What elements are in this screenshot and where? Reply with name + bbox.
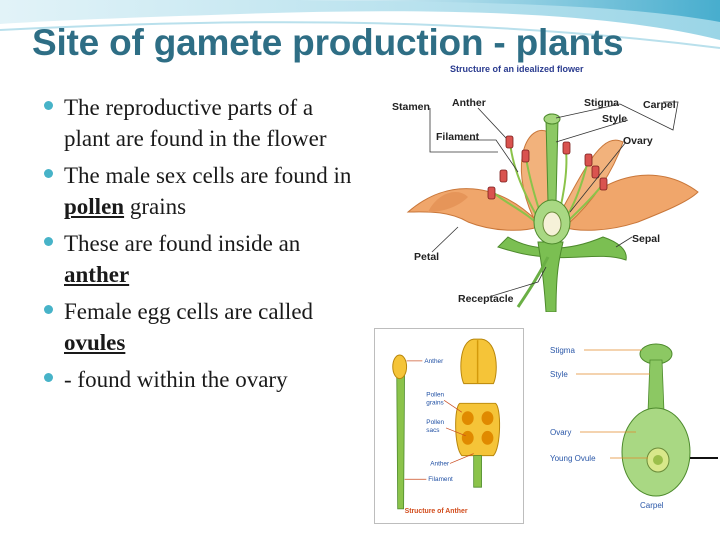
label-stigma: Stigma [584, 97, 619, 109]
carpel-label-style: Style [550, 370, 568, 379]
right-petal [562, 174, 699, 231]
anther-caption: Structure of Anther [405, 508, 468, 515]
anther-label-anther-2: Anther [430, 460, 450, 467]
bullet-text: - found within the ovary [64, 367, 288, 392]
anther-label-filament: Filament [428, 476, 453, 483]
bullet-list: The reproductive parts of a plant are fo… [42, 92, 362, 401]
bullet-keyword: anther [64, 262, 130, 287]
bullet-item: - found within the ovary [42, 364, 362, 395]
bullet-item: The reproductive parts of a plant are fo… [42, 92, 362, 154]
anther-filament-drawing [473, 455, 482, 488]
label-filament: Filament [436, 131, 480, 143]
carpel-label-young-ovule: Young Ovule [550, 454, 596, 463]
ovule-core-drawing [653, 455, 663, 465]
bullet-keyword: pollen [64, 194, 125, 219]
anther-closed-drawing [460, 338, 497, 385]
header-swoosh-decoration [0, 0, 720, 49]
bullet-item: Female egg cells are called ovules [42, 296, 362, 358]
flower-leader-lines [429, 101, 679, 297]
petal-fold [428, 192, 468, 212]
anther-label-pollen: Pollen [426, 391, 444, 398]
bullet-text: Female egg cells are called [64, 299, 314, 324]
stamen-filament-drawing [396, 358, 405, 510]
stigma [543, 113, 561, 125]
label-receptacle: Receptacle [458, 293, 514, 305]
anther-label-sacs: sacs [426, 427, 439, 434]
bullet-dot-icon [44, 237, 53, 246]
anther-leader-lines [404, 360, 474, 480]
bullet-dot-icon [44, 305, 53, 314]
bullet-dot-icon [44, 101, 53, 110]
carpel-label-carpel: Carpel [640, 501, 664, 510]
carpel-label-ovary: Ovary [550, 428, 571, 437]
ovule [542, 211, 562, 237]
anther-label-grains: grains [426, 399, 443, 406]
stamen-anther-drawing [392, 354, 408, 380]
style [545, 113, 559, 203]
pollen-sacs-drawing [461, 411, 494, 445]
bullet-item: The male sex cells are found in pollen g… [42, 160, 362, 222]
anther-section-drawing [455, 402, 501, 457]
flower-structure-diagram: Structure of an idealized flower [392, 64, 699, 312]
bullet-dot-icon [44, 169, 53, 178]
anther-label-pollen-2: Pollen [426, 419, 444, 426]
bullet-text: grains [124, 194, 187, 219]
anthers [487, 135, 608, 200]
label-ovary: Ovary [623, 135, 653, 147]
bullet-text: The reproductive parts of a plant are fo… [64, 95, 327, 151]
label-stamen: Stamen [392, 101, 430, 113]
label-sepal: Sepal [632, 233, 660, 245]
flower-caption: Structure of an idealized flower [450, 64, 584, 74]
bullet-text: The male sex cells are found in [64, 163, 352, 188]
stem [537, 241, 564, 312]
anther-label-anther: Anther [424, 358, 444, 365]
label-anther: Anther [452, 97, 486, 109]
label-style: Style [602, 113, 627, 125]
carpel-style-drawing [647, 359, 665, 413]
carpel-structure-diagram: Stigma Style Ovary Young Ovule Carpel [546, 332, 718, 528]
bullet-item: These are found inside an anther [42, 228, 362, 290]
bullet-keyword: ovules [64, 330, 126, 355]
label-carpel: Carpel [643, 99, 676, 111]
carpel-label-stigma: Stigma [550, 346, 575, 355]
slide-title: Site of gamete production - plants [32, 22, 624, 63]
anther-structure-diagram: Anther Pollen grains Pollen sacs Anther … [374, 328, 524, 524]
bullet-text: These are found inside an [64, 231, 301, 256]
carpel-leader-lines [576, 349, 650, 459]
bullet-dot-icon [44, 373, 53, 382]
label-petal: Petal [414, 251, 439, 263]
